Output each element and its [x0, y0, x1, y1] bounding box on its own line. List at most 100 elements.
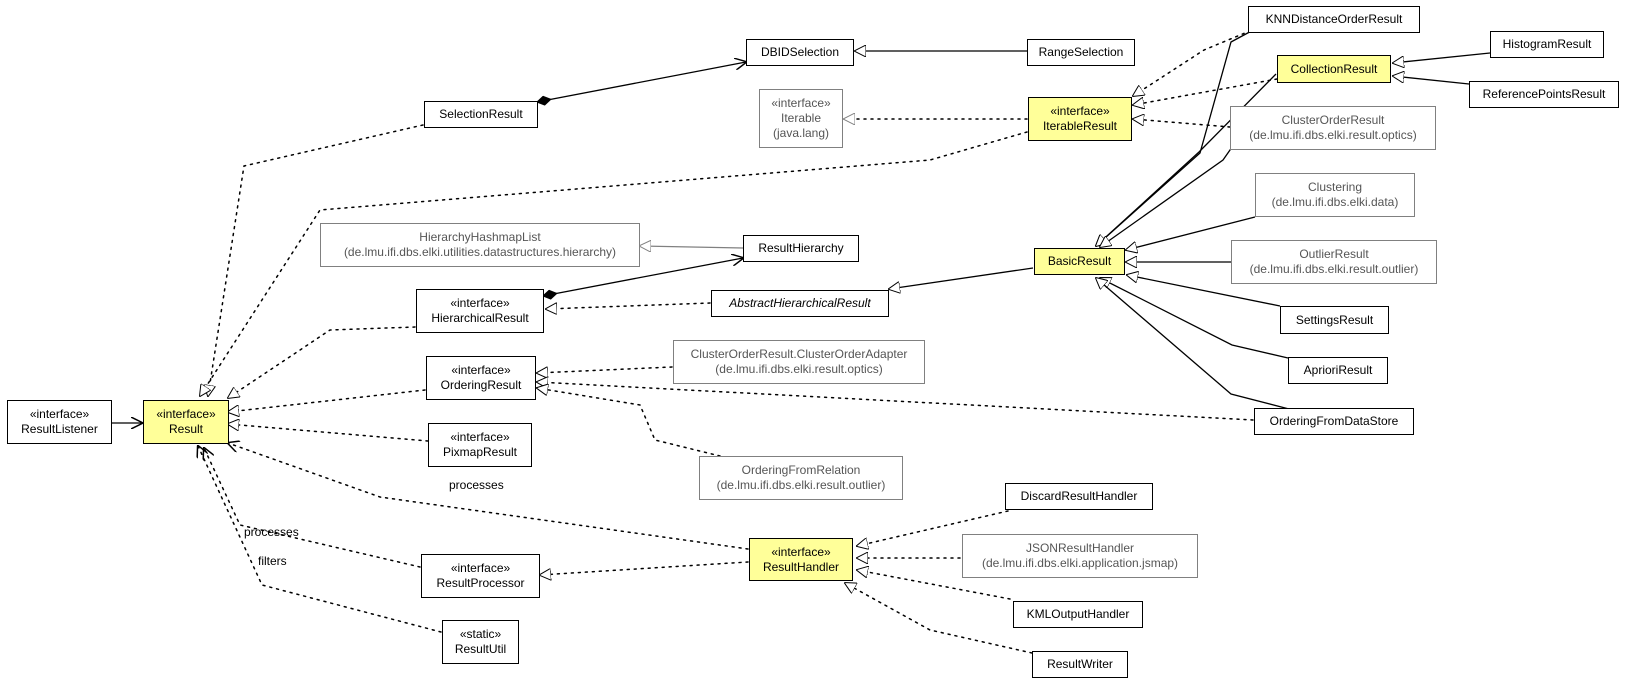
class-name: AprioriResult — [1303, 363, 1373, 377]
edge-handler-processor — [540, 561, 749, 575]
package-name: (de.lmu.ifi.dbs.elki.data) — [1271, 195, 1399, 209]
edge-writer-handler — [845, 583, 1033, 654]
edge-resulthier-hashmap — [640, 246, 744, 248]
stereotype: «interface» — [1050, 104, 1110, 118]
edge-clusterorder-basic — [1100, 139, 1238, 247]
edge-adapter-ordering — [537, 366, 673, 373]
package-name: (de.lmu.ifi.dbs.elki.result.outlier) — [1249, 262, 1419, 276]
node-range-selection[interactable]: RangeSelection — [1027, 39, 1135, 66]
class-name: IterableResult — [1042, 119, 1118, 133]
edge-hier-resulthier — [543, 258, 743, 296]
node-dbid-selection[interactable]: DBIDSelection — [746, 39, 854, 66]
node-result-hierarchy[interactable]: ResultHierarchy — [743, 235, 859, 262]
edge-ordering-result-to-result — [228, 389, 426, 412]
node-apriori-result[interactable]: AprioriResult — [1288, 357, 1388, 384]
edge-basic-abstract — [889, 267, 1034, 289]
edge-label-processes-handler: processes — [449, 478, 504, 492]
node-outlier-result[interactable]: OutlierResult (de.lmu.ifi.dbs.elki.resul… — [1231, 240, 1437, 284]
stereotype: «interface» — [771, 544, 831, 559]
stereotype: «interface» — [450, 561, 511, 575]
package-name: (de.lmu.ifi.dbs.elki.utilities.datastruc… — [343, 245, 617, 259]
node-discard-result-handler[interactable]: DiscardResultHandler — [1005, 483, 1153, 510]
class-name: ResultListener — [21, 422, 98, 436]
node-histogram-result[interactable]: HistogramResult — [1490, 31, 1604, 58]
package-name: (de.lmu.ifi.dbs.elki.result.outlier) — [716, 478, 886, 492]
edge-apriori-basic — [1100, 278, 1289, 359]
node-clustering[interactable]: Clustering (de.lmu.ifi.dbs.elki.data) — [1255, 173, 1415, 217]
class-name: KNNDistanceOrderResult — [1265, 12, 1403, 26]
node-result-util[interactable]: «static» ResultUtil — [442, 620, 519, 664]
class-name: OrderingFromRelation — [741, 463, 861, 477]
class-name: HierarchicalResult — [431, 311, 529, 325]
node-iterable[interactable]: «interface» Iterable (java.lang) — [759, 89, 843, 148]
node-reference-points-result[interactable]: ReferencePointsResult — [1469, 81, 1619, 108]
node-iterable-result[interactable]: «interface» IterableResult — [1028, 97, 1132, 141]
edge-clustering-basic — [1126, 216, 1256, 250]
node-settings-result[interactable]: SettingsResult — [1280, 306, 1389, 334]
node-basic-result[interactable]: BasicResult — [1034, 248, 1125, 275]
edge-hierarchical-result — [228, 326, 416, 398]
class-name: HierarchyHashmapList — [419, 230, 541, 244]
class-name: ResultProcessor — [436, 576, 525, 590]
edge-settings-basic — [1127, 275, 1281, 307]
class-name: Result — [168, 422, 203, 436]
node-cluster-order-adapter[interactable]: ClusterOrderResult.ClusterOrderAdapter (… — [673, 340, 925, 384]
edge-clusterorder-iterable — [1133, 119, 1231, 128]
stereotype: «interface» — [450, 430, 510, 444]
class-name: HistogramResult — [1502, 37, 1592, 51]
package-name: (de.lmu.ifi.dbs.elki.result.optics) — [715, 362, 883, 376]
class-name: PixmapResult — [442, 445, 518, 459]
class-name: OutlierResult — [1299, 247, 1369, 261]
edge-label-processes-processor: processes — [244, 525, 299, 539]
edge-abstract-hierarchical — [546, 302, 711, 309]
node-selection-result[interactable]: SelectionResult — [424, 101, 538, 128]
edge-relation-ordering — [537, 388, 721, 457]
edge-selection-dbid — [537, 62, 746, 102]
stereotype: «interface» — [450, 296, 510, 310]
class-name: DiscardResultHandler — [1020, 489, 1138, 503]
node-json-result-handler[interactable]: JSONResultHandler (de.lmu.ifi.dbs.elki.a… — [962, 534, 1198, 578]
node-result-listener[interactable]: «interface» ResultListener — [7, 400, 112, 444]
class-name: KMLOutputHandler — [1026, 607, 1130, 621]
class-name: ClusterOrderResult — [1281, 113, 1385, 127]
stereotype: «interface» — [29, 407, 90, 421]
class-name: ResultHierarchy — [758, 241, 844, 255]
stereotype: «interface» — [771, 96, 831, 110]
node-ordering-from-data-store[interactable]: OrderingFromDataStore — [1254, 408, 1414, 435]
edge-util-result — [198, 446, 442, 633]
node-pixmap-result[interactable]: «interface» PixmapResult — [428, 423, 532, 467]
edge-ordering-datastore-basic — [1096, 278, 1290, 410]
node-result-writer[interactable]: ResultWriter — [1032, 651, 1128, 678]
class-name: RangeSelection — [1038, 45, 1124, 59]
class-name: ResultHandler — [762, 559, 840, 574]
node-result-handler[interactable]: «interface» ResultHandler — [749, 538, 853, 581]
class-name: SelectionResult — [439, 107, 523, 121]
node-kml-output-handler[interactable]: KMLOutputHandler — [1013, 601, 1143, 628]
edge-pixmap-result — [228, 424, 429, 442]
node-knn-distance-order-result[interactable]: KNNDistanceOrderResult — [1248, 6, 1420, 33]
class-name: AbstractHierarchicalResult — [729, 296, 871, 310]
node-result-processor[interactable]: «interface» ResultProcessor — [421, 554, 540, 598]
package-name: (de.lmu.ifi.dbs.elki.application.jsmap) — [981, 556, 1179, 570]
stereotype: «interface» — [156, 407, 216, 421]
class-name: BasicResult — [1047, 254, 1112, 268]
node-collection-result[interactable]: CollectionResult — [1277, 55, 1391, 83]
class-name: ResultUtil — [454, 642, 507, 656]
node-result[interactable]: «interface» Result — [143, 400, 229, 444]
package-name: (de.lmu.ifi.dbs.elki.result.optics) — [1249, 128, 1417, 142]
node-hierarchical-result[interactable]: «interface» HierarchicalResult — [416, 289, 544, 333]
class-name: OrderingFromDataStore — [1269, 414, 1399, 428]
class-name: Iterable — [780, 111, 822, 125]
node-ordering-from-relation[interactable]: OrderingFromRelation (de.lmu.ifi.dbs.elk… — [699, 456, 903, 500]
edge-iterable-result — [200, 131, 1028, 396]
stereotype: «interface» — [451, 363, 511, 377]
edge-knn-iterable — [1133, 27, 1258, 96]
node-cluster-order-result[interactable]: ClusterOrderResult (de.lmu.ifi.dbs.elki.… — [1230, 106, 1436, 150]
node-ordering-result[interactable]: «interface» OrderingResult — [426, 356, 536, 400]
node-abstract-hierarchical-result[interactable]: AbstractHierarchicalResult — [711, 290, 889, 317]
class-name: DBIDSelection — [760, 45, 840, 59]
edge-label-filters: filters — [258, 554, 287, 568]
class-name: ReferencePointsResult — [1482, 87, 1606, 101]
package-name: (java.lang) — [772, 126, 830, 140]
node-hierarchy-hashmap-list[interactable]: HierarchyHashmapList (de.lmu.ifi.dbs.elk… — [320, 223, 640, 267]
